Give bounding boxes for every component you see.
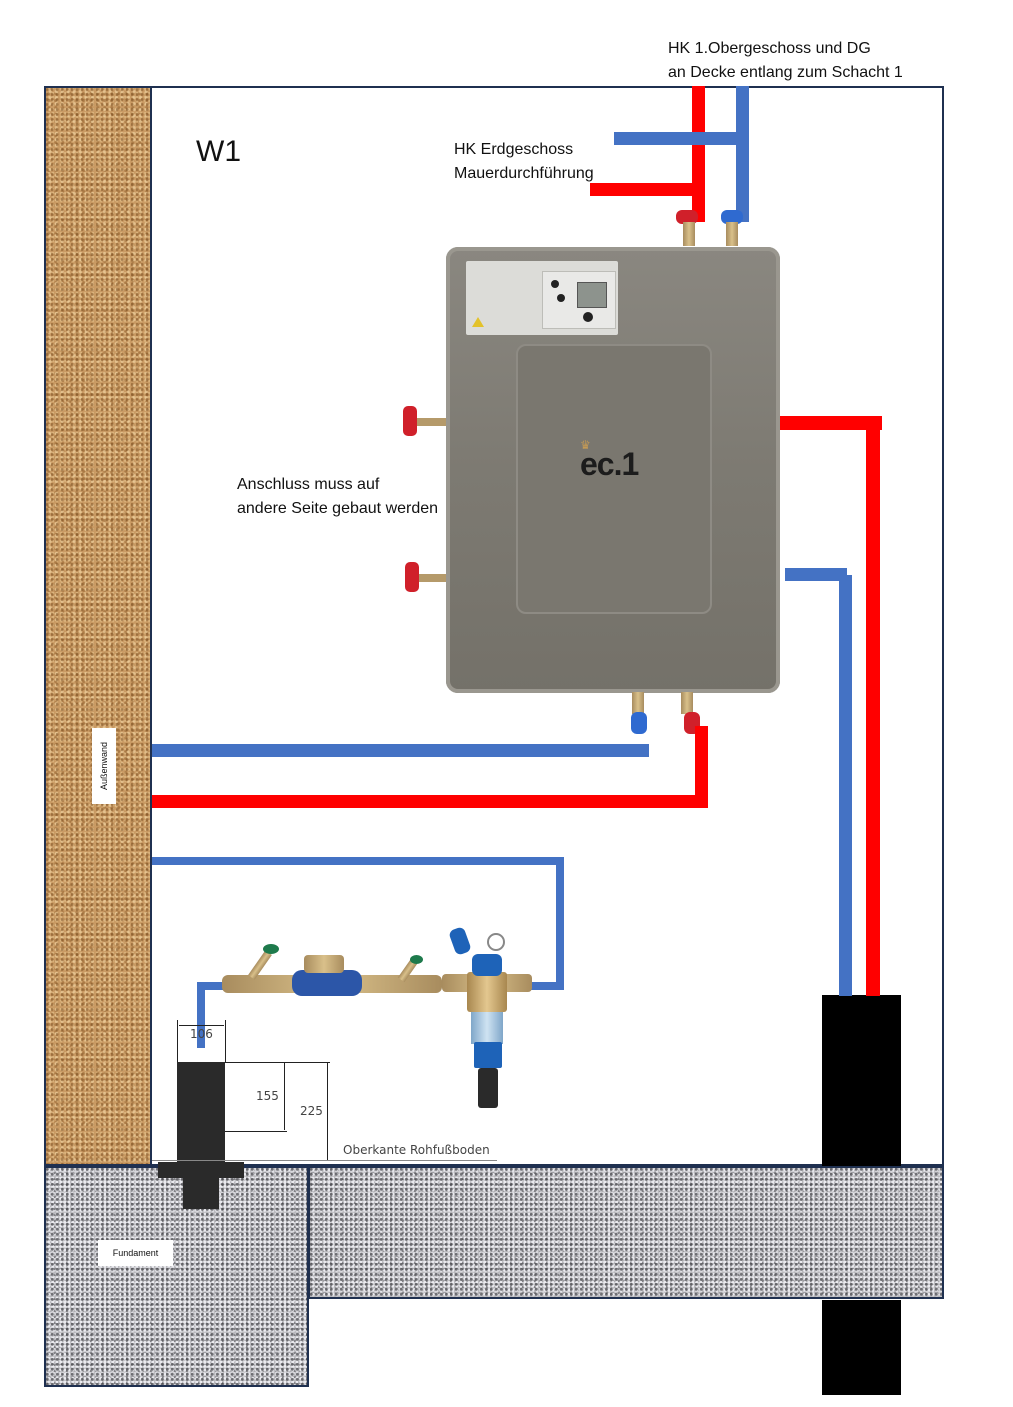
- dim-inner-line: [284, 1063, 285, 1130]
- top-supply-valve-icon: [676, 210, 698, 224]
- filter-drain: [478, 1068, 498, 1108]
- water-pipe-right-vertical: [556, 857, 564, 990]
- controller-button-icon: [557, 294, 565, 302]
- dim-top-reference: [225, 1062, 330, 1063]
- water-pipe-inlet-horizontal: [197, 982, 227, 990]
- outer-wall: [44, 86, 152, 1166]
- left-valve-upper-stem: [414, 418, 446, 426]
- pressure-gauge-icon: [487, 933, 505, 951]
- supply-pipe-ground-floor: [590, 183, 705, 196]
- dim-inner-reference: [225, 1131, 287, 1132]
- outer-wall-label: Außenwand: [92, 728, 116, 804]
- dim-inner-value: 155: [256, 1089, 279, 1103]
- controller-button-icon: [551, 280, 559, 288]
- top-supply-fitting: [683, 222, 695, 246]
- unit-front-cover: ♛ ec.1: [516, 344, 712, 614]
- supply-pipe-drop: [695, 726, 708, 808]
- foundation-label: Fundament: [98, 1240, 173, 1266]
- supply-pipe-shaft: [866, 416, 880, 996]
- dim-width-line: [179, 1025, 224, 1026]
- dim-total-value: 225: [300, 1104, 323, 1118]
- return-pipe-ground-floor: [614, 132, 749, 145]
- crown-icon: ♛: [580, 438, 591, 452]
- controller-dial-icon: [583, 312, 593, 322]
- foundation: [44, 1166, 309, 1387]
- water-meter-head: [304, 955, 344, 973]
- bottom-return-valve-icon: [631, 712, 647, 734]
- bottom-return-fitting: [632, 692, 644, 714]
- return-pipe-right-horizontal: [785, 568, 847, 581]
- stopcock-2-handle-icon: [410, 955, 423, 964]
- house-entry-flange: [158, 1162, 244, 1178]
- return-pipe-upper-vertical: [736, 86, 749, 222]
- house-entry-sleeve: [177, 1062, 225, 1167]
- dim-width-ext-left: [177, 1020, 178, 1062]
- outer-wall-text: Außenwand: [99, 741, 110, 791]
- water-pipe-filter-outlet: [527, 982, 564, 990]
- room-label: W1: [196, 135, 241, 168]
- ground-floor-label-line2: Mauerdurchführung: [454, 165, 594, 182]
- water-pipe-top: [152, 857, 564, 865]
- dim-width-value: 106: [190, 1027, 213, 1041]
- dim-width-ext-right: [225, 1020, 226, 1062]
- house-entry-lower: [183, 1175, 219, 1209]
- side-note-line2: andere Seite gebaut werden: [237, 500, 439, 517]
- water-pipe-inlet-vertical: [197, 982, 205, 1048]
- control-panel: [466, 261, 618, 335]
- filter-cap: [472, 954, 502, 976]
- ground-floor-label-line1: HK Erdgeschoss: [454, 141, 574, 158]
- bottom-supply-fitting: [681, 692, 693, 714]
- supply-pipe-upper-vertical: [692, 86, 705, 222]
- upper-floor-label-line2: an Decke entlang zum Schacht 1: [668, 64, 903, 81]
- left-valve-upper-icon: [403, 406, 417, 436]
- floor-reference-line: [152, 1160, 497, 1161]
- floor-reference-label: Oberkante Rohfußboden: [343, 1143, 490, 1157]
- water-meter: [292, 970, 362, 996]
- supply-pipe-right-horizontal: [780, 416, 882, 430]
- warning-icon: [472, 317, 484, 327]
- controller-display: [577, 282, 607, 308]
- return-pipe-wall: [152, 744, 649, 757]
- upper-floor-label-line1: HK 1.Obergeschoss und DG: [668, 40, 871, 57]
- floor-slab: [308, 1166, 944, 1299]
- return-pipe-shaft: [839, 575, 852, 996]
- controller: [542, 271, 616, 329]
- top-return-fitting: [726, 222, 738, 246]
- top-return-valve-icon: [721, 210, 743, 224]
- side-note-line1: Anschluss muss auf: [237, 476, 380, 493]
- heat-interface-unit: ♛ ec.1: [446, 247, 780, 693]
- shaft-upper: [822, 995, 901, 1166]
- filter-housing: [467, 972, 507, 1012]
- shaft-lower: [822, 1300, 901, 1395]
- unit-logo: ec.1: [580, 446, 639, 482]
- filter-bowl: [471, 1012, 503, 1044]
- supply-pipe-wall: [152, 795, 708, 808]
- left-valve-lower-stem: [414, 574, 446, 582]
- dim-total-line: [327, 1063, 328, 1161]
- stopcock-1-handle-icon: [263, 944, 279, 954]
- left-valve-lower-icon: [405, 562, 419, 592]
- filter-bottom: [474, 1042, 502, 1068]
